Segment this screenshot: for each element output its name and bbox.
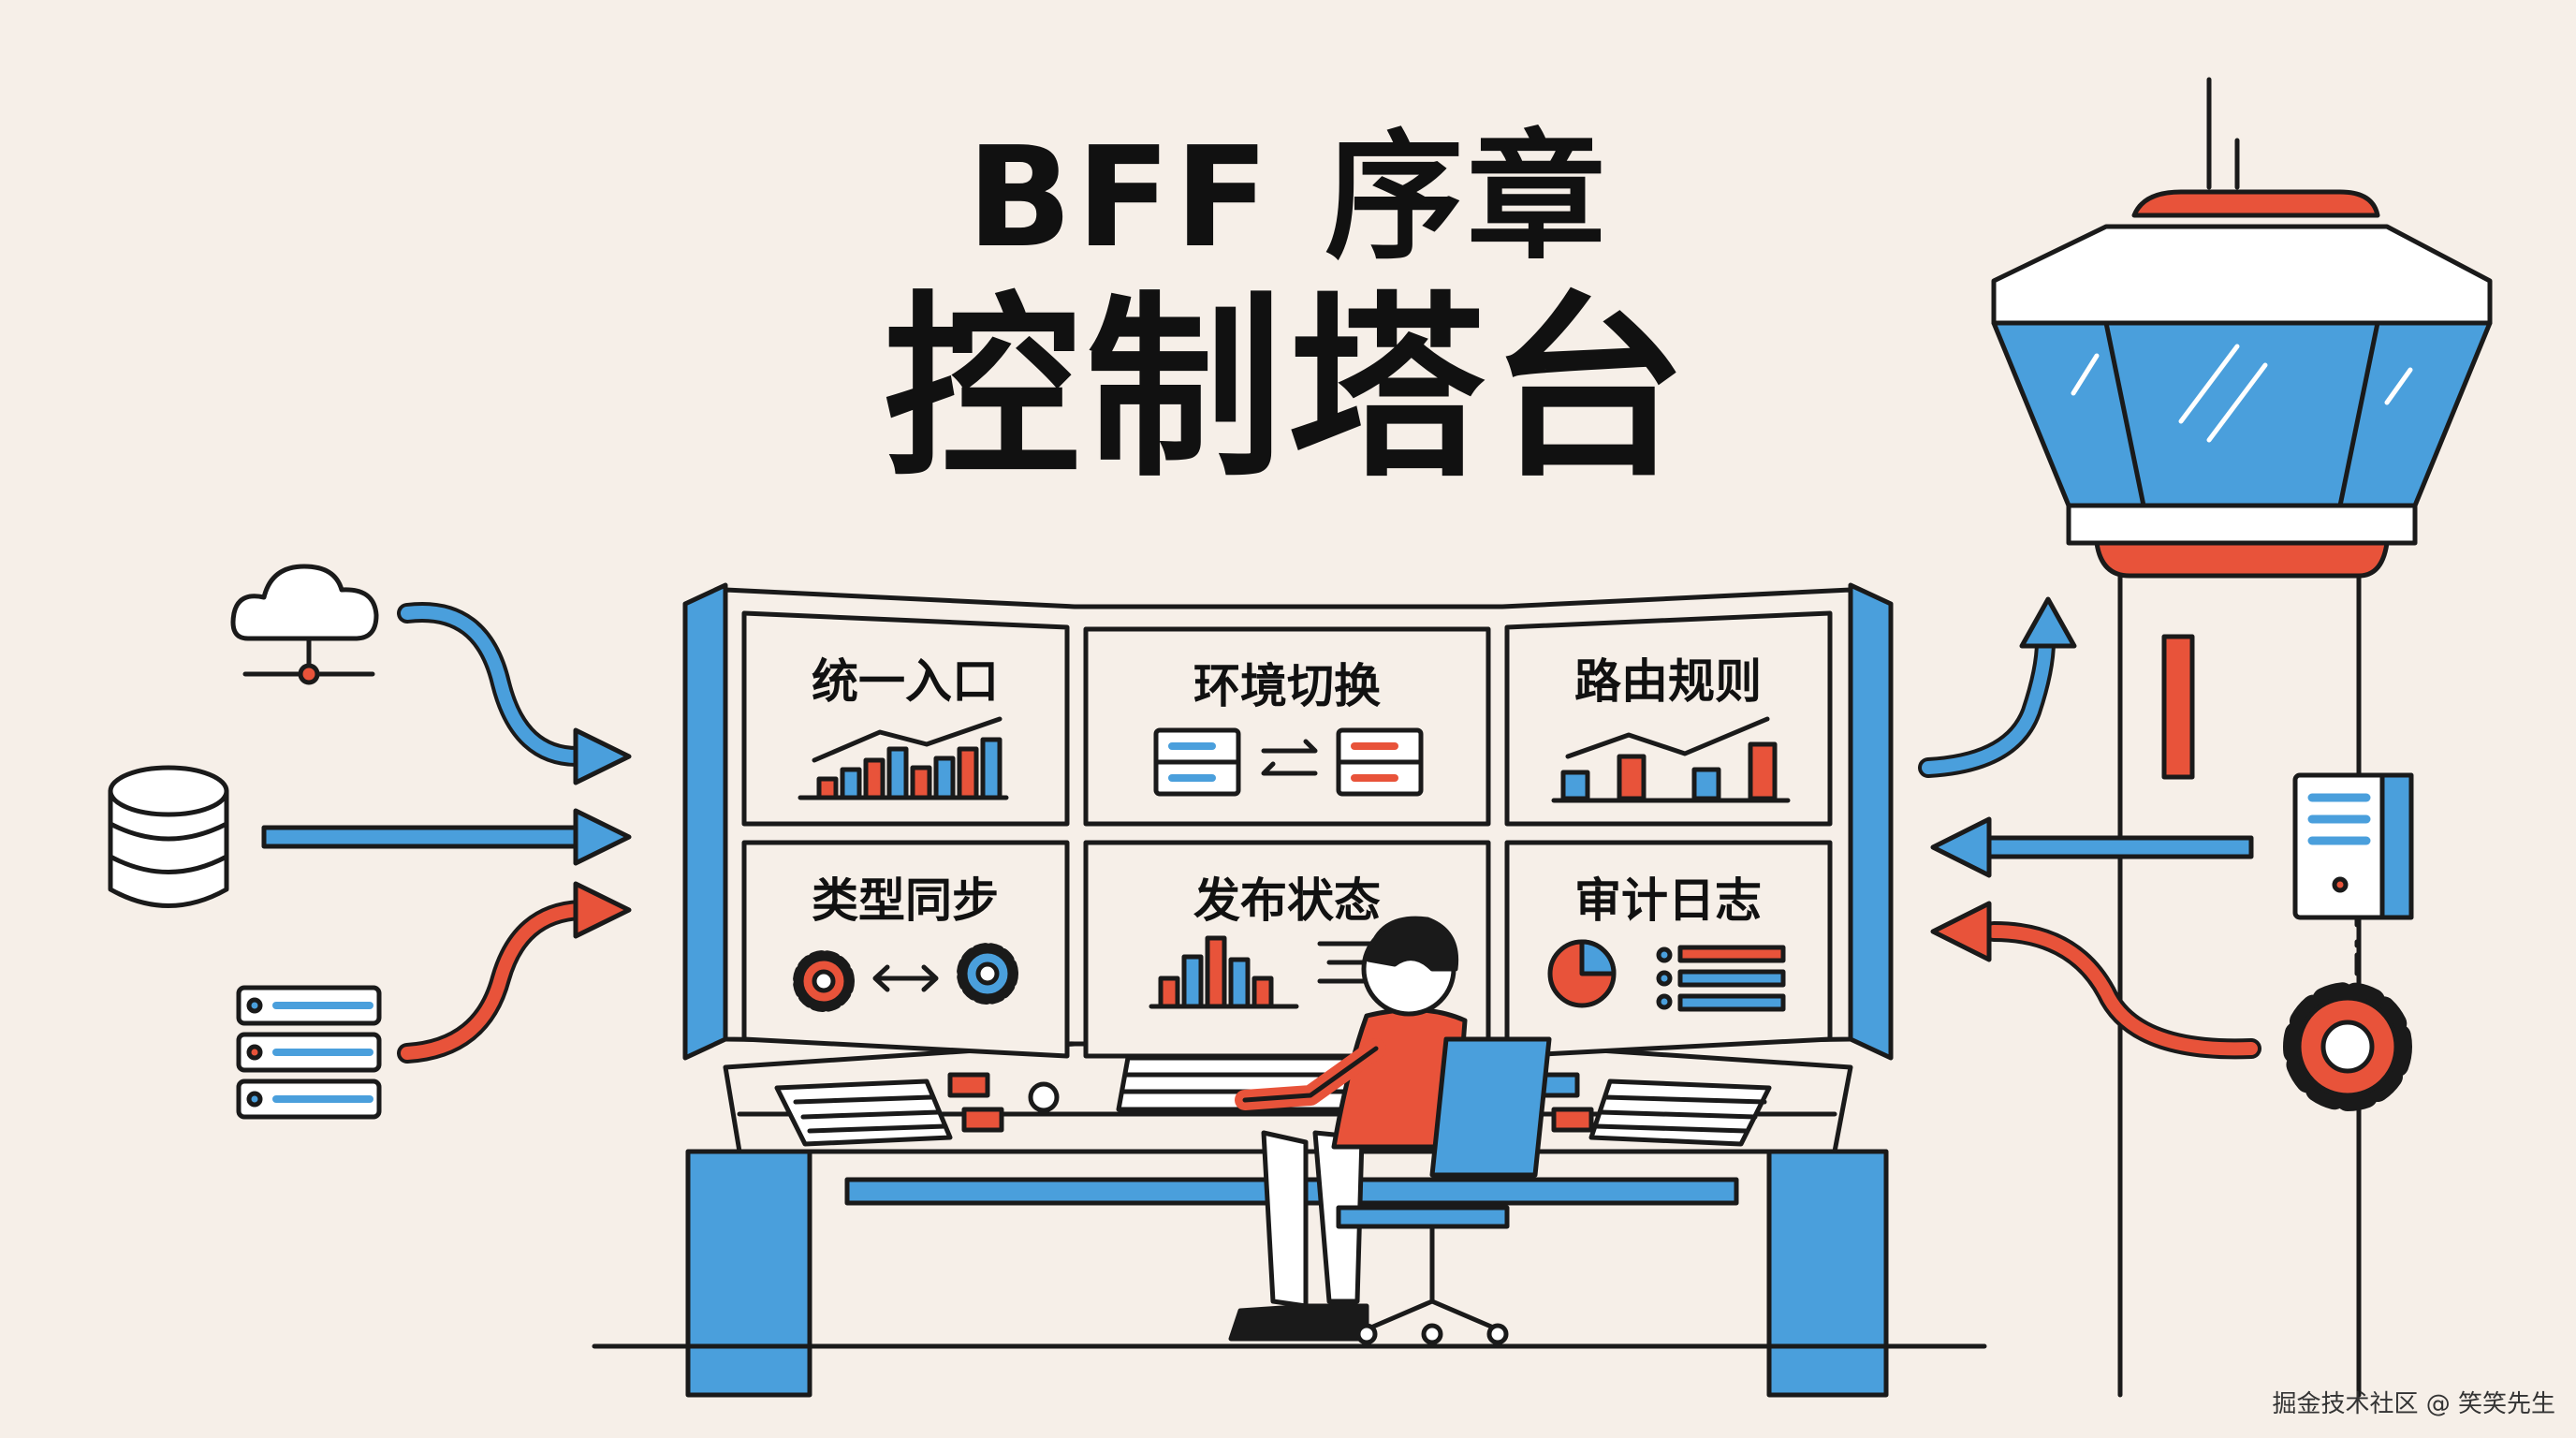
title-line-2: 控制塔台 — [883, 274, 1692, 504]
pie-list-icon — [1547, 939, 1786, 1012]
watermark: 掘金技术社区 @ 笑笑先生 — [2272, 1390, 2555, 1418]
title-line-1: BFF 序章 — [966, 117, 1610, 278]
route-bar-chart-icon — [1551, 716, 1791, 803]
panel-label-release-status: 发布状态 — [1193, 873, 1381, 928]
control-tower — [1991, 77, 2493, 1398]
panel-label-routing-rules: 路由规则 — [1574, 654, 1762, 709]
bar-chart-icon — [1149, 935, 1388, 1009]
incoming-arrow-gear — [1930, 901, 2261, 1060]
gear-sync-icon — [793, 943, 1018, 1012]
panel-label-type-sync: 类型同步 — [812, 873, 999, 928]
incoming-arrow-bottom — [397, 881, 632, 1064]
server-tower-icon — [2292, 772, 2414, 920]
panel-label-env-switch: 环境切换 — [1193, 659, 1381, 713]
server-stack-icon — [236, 985, 382, 1120]
cloud-icon — [230, 564, 379, 685]
gear-icon — [2283, 982, 2412, 1111]
bar-line-chart-icon — [798, 716, 1009, 800]
incoming-arrow-server — [1930, 816, 2254, 878]
outgoing-arrow-up — [1918, 596, 2077, 778]
chair — [1336, 1036, 1552, 1345]
panel-label-unified-entry: 统一入口 — [812, 654, 999, 709]
database-icon — [108, 765, 229, 908]
keyboard-left — [774, 1072, 1060, 1147]
panel-label-audit-log: 审计日志 — [1574, 873, 1762, 928]
incoming-arrow-top — [397, 602, 632, 785]
server-switch-icon — [1153, 727, 1424, 797]
incoming-arrow-middle — [261, 808, 632, 866]
keyboard-right — [1537, 1072, 1772, 1147]
